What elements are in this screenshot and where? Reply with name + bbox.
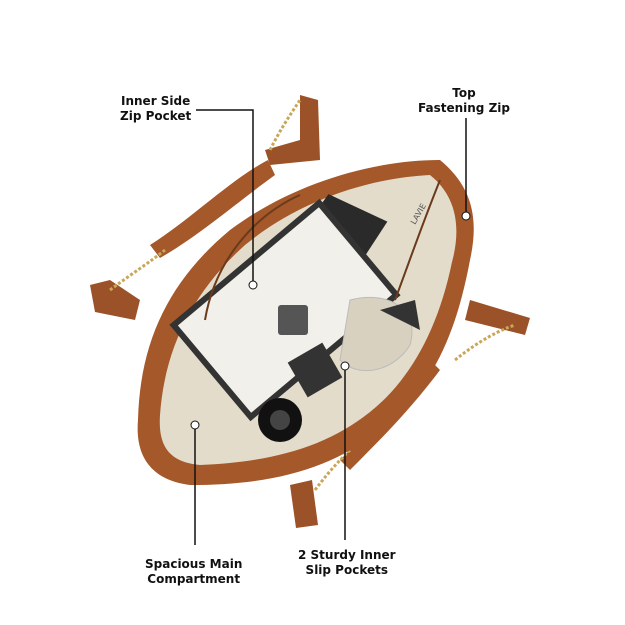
bag-contents: LAVIE [169,194,428,442]
callout-line: Top [452,86,476,100]
callout-inner-side-zip-pocket: Inner Side Zip Pocket [120,94,191,124]
callout-line: Slip Pockets [305,563,389,577]
left-strap [90,95,320,320]
callout-line: Compartment [147,572,241,586]
callout-line: Spacious Main [145,557,243,571]
callout-line: 2 Sturdy Inner [298,548,396,562]
callout-line: Fastening Zip [418,101,510,115]
callout-line: Zip Pocket [120,109,192,123]
callout-inner-slip-pockets: 2 Sturdy Inner Slip Pockets [298,548,396,578]
callout-lines [194,109,467,545]
callout-top-fastening-zip: Top Fastening Zip [418,86,510,116]
callout-spacious-main-compartment: Spacious Main Compartment [145,557,242,587]
callout-dots [190,211,471,430]
callout-line: Inner Side [121,94,191,108]
